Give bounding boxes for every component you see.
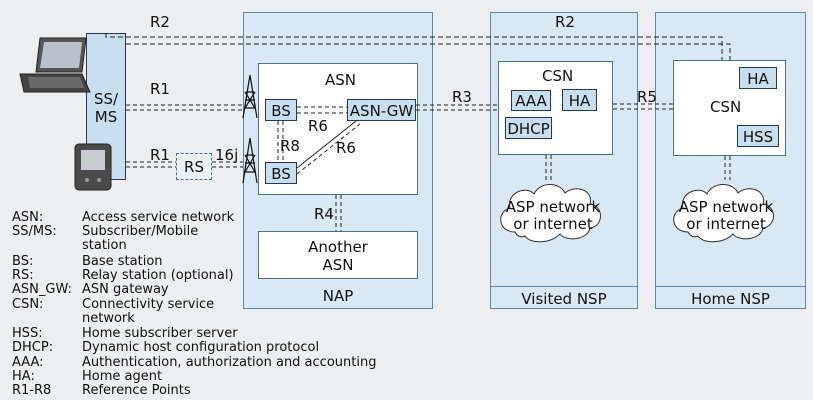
legend-def: Reference Points xyxy=(82,383,191,398)
dhcp-box: DHCP xyxy=(505,117,552,139)
ref-r1-bottom: R1 xyxy=(150,146,170,164)
legend-def: Base station xyxy=(82,254,163,269)
legend-def: ASN gateway xyxy=(82,282,169,297)
legend-def: Authentication, authorization and accoun… xyxy=(82,355,377,370)
another-asn-box: Another ASN xyxy=(258,231,418,279)
legend-def: Home agent xyxy=(82,369,163,384)
ref-r6-a: R6 xyxy=(308,117,328,135)
asn-label: ASN xyxy=(325,71,357,89)
nap-label: NAP xyxy=(322,287,354,305)
visited-nsp-label: Visited NSP xyxy=(491,286,637,308)
cloud-home-icon xyxy=(673,184,774,243)
another-asn-label: Another ASN xyxy=(308,238,368,274)
antenna-tower-icon xyxy=(242,74,258,184)
ref-r5: R5 xyxy=(637,88,657,106)
legend-term: SS/MS: xyxy=(12,224,57,239)
cloud-visited-label: ASP network or internet xyxy=(505,198,601,233)
legend-term: DHCP: xyxy=(12,340,54,355)
ref-r3: R3 xyxy=(452,88,472,106)
laptop-icon xyxy=(19,37,91,93)
ha-home-label: HA xyxy=(747,70,769,88)
ha-visited-box: HA xyxy=(562,89,597,111)
aaa-label: AAA xyxy=(515,92,547,110)
legend-term: CSN: xyxy=(12,297,44,312)
bs-top-box: BS xyxy=(265,99,297,121)
home-nsp-label: Home NSP xyxy=(656,286,805,308)
hss-label: HSS xyxy=(742,128,774,146)
legend-term: ASN_GW: xyxy=(12,282,72,297)
legend-term: ASN: xyxy=(12,210,44,225)
bs-bottom-box: BS xyxy=(265,162,297,184)
legend-def: Subscriber/Mobile station xyxy=(82,224,199,253)
ss-ms-label: SS/ MS xyxy=(93,90,119,126)
rs-box: RS xyxy=(176,153,212,180)
asn-gw-label: ASN-GW xyxy=(349,102,414,120)
ref-r8: R8 xyxy=(280,137,300,155)
legend-def: Access service network xyxy=(82,210,235,225)
legend-term: BS: xyxy=(12,254,34,269)
legend-term: HA: xyxy=(12,369,35,384)
legend-term: R1-R8 xyxy=(12,383,52,398)
bs-bottom-label: BS xyxy=(271,165,291,183)
dhcp-label: DHCP xyxy=(507,120,550,138)
aaa-box: AAA xyxy=(511,90,551,111)
bs-top-label: BS xyxy=(271,102,291,120)
ref-r2-left: R2 xyxy=(150,13,170,31)
ref-r4: R4 xyxy=(314,205,334,223)
cloud-home-label: ASP network or internet xyxy=(678,198,774,233)
legend-def: Home subscriber server xyxy=(82,326,238,341)
handheld-device-icon xyxy=(74,143,112,191)
asn-gw-box: ASN-GW xyxy=(347,99,416,121)
hss-box: HSS xyxy=(737,125,779,147)
csn-home-label: CSN xyxy=(710,98,742,116)
legend-def: Relay station (optional) xyxy=(82,268,234,283)
ref-16j: 16j xyxy=(215,146,239,164)
ref-r6-b: R6 xyxy=(336,139,356,157)
legend-def: Connectivity service network xyxy=(82,297,215,326)
legend-term: RS: xyxy=(12,268,34,283)
ha-home-box: HA xyxy=(739,67,777,89)
cloud-visited-icon xyxy=(500,184,601,243)
rs-label: RS xyxy=(184,158,204,176)
legend-term: HSS: xyxy=(12,326,43,341)
csn-visited-label: CSN xyxy=(542,67,574,85)
ha-visited-label: HA xyxy=(568,92,591,110)
ref-r2-right: R2 xyxy=(555,13,575,31)
legend-term: AAA: xyxy=(12,355,44,370)
ref-r1-top: R1 xyxy=(150,80,170,98)
legend-def: Dynamic host configuration protocol xyxy=(82,340,320,355)
